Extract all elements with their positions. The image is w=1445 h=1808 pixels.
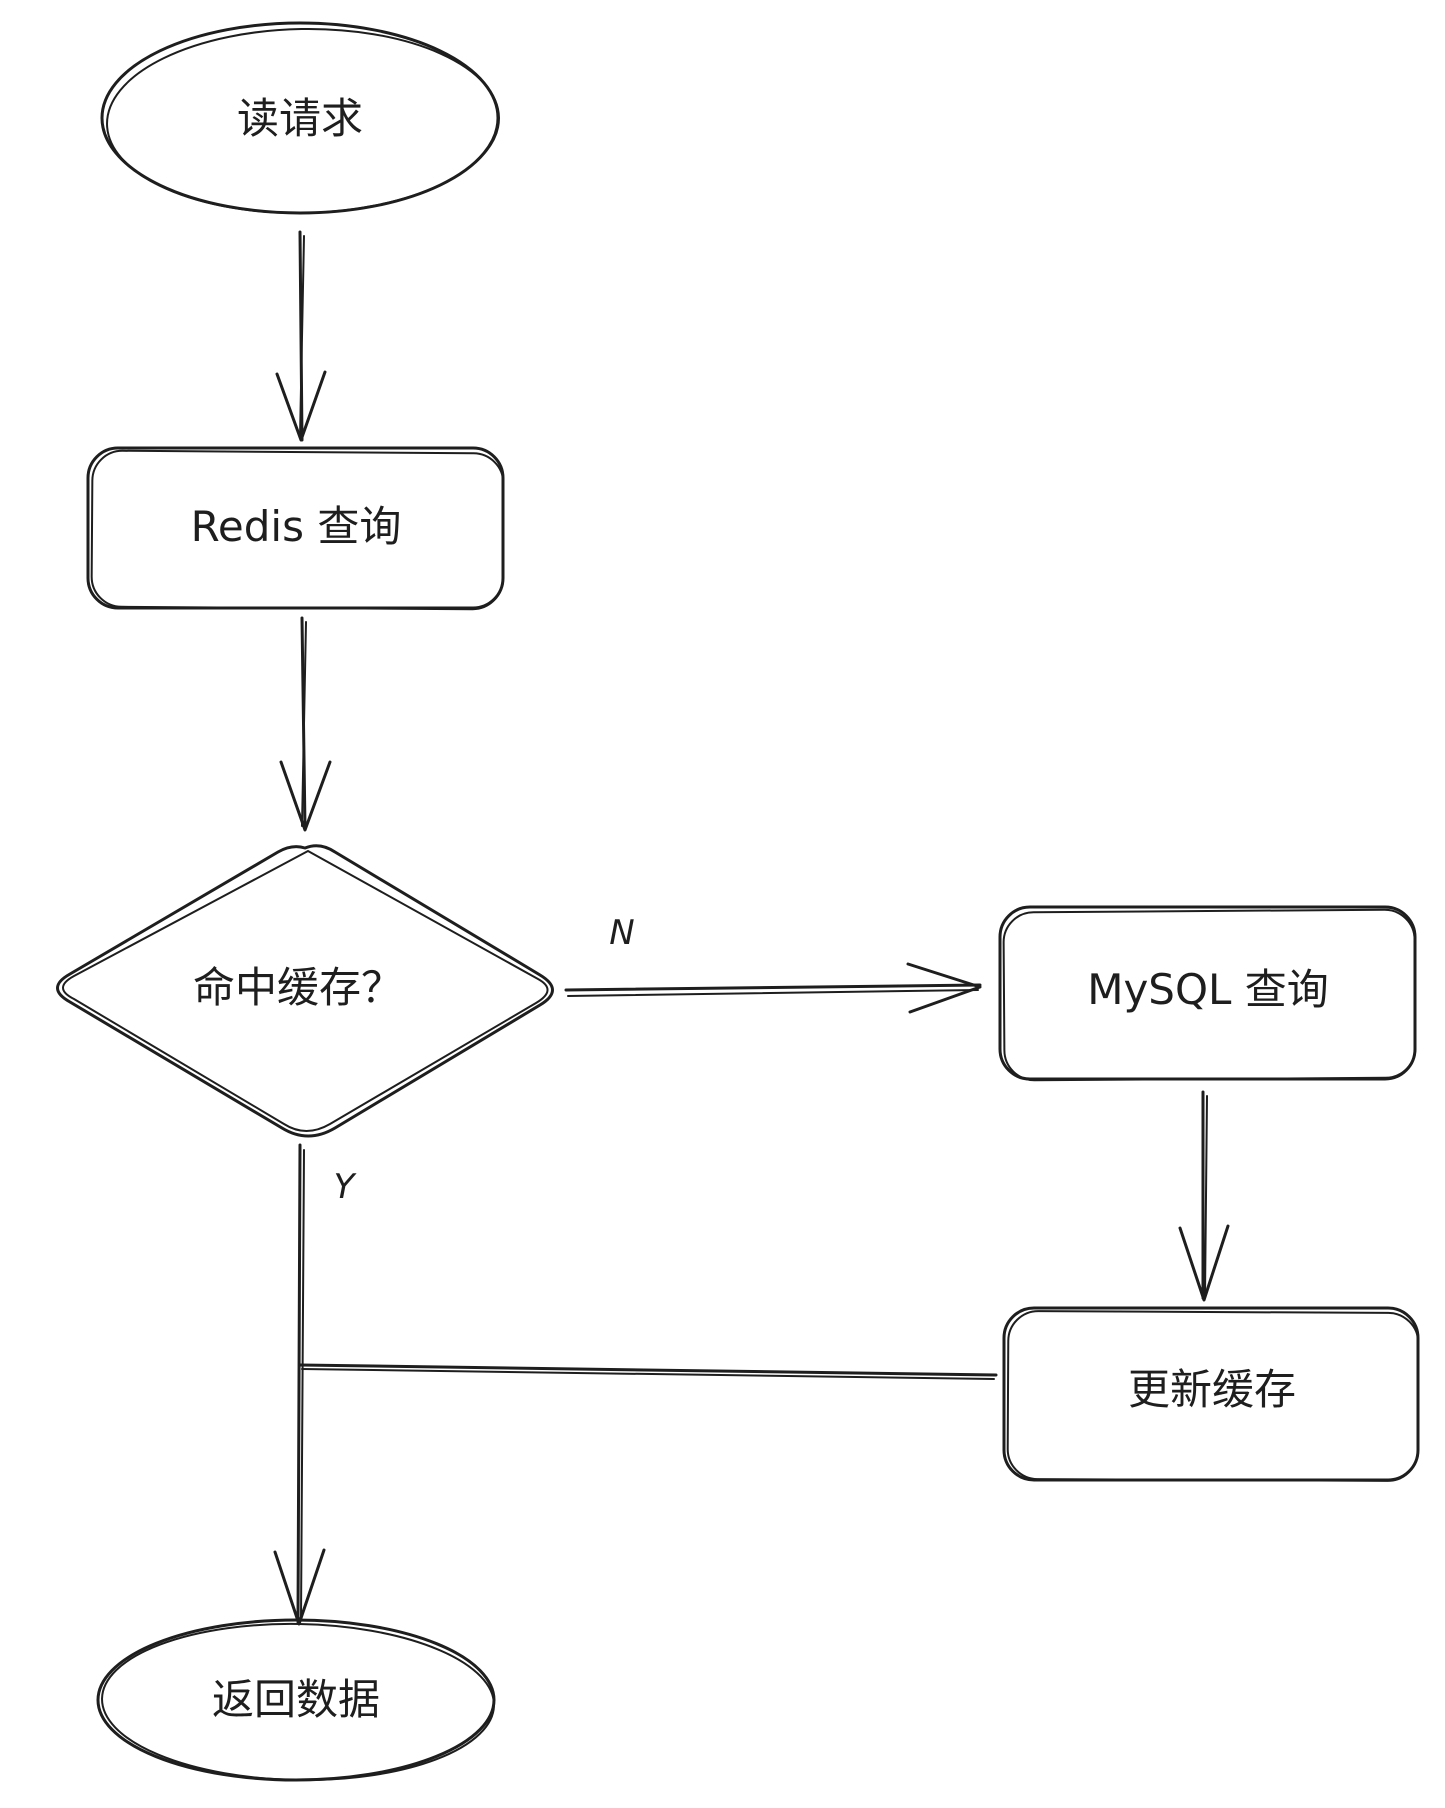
arrow-decision-to-mysql: N (564, 913, 982, 1014)
arrow-redis-to-decision (279, 616, 332, 832)
arrow-mysql-to-update (1178, 1090, 1230, 1302)
node-read-request-label: 读请求 (237, 94, 363, 143)
node-return-data: 返回数据 (96, 1618, 496, 1782)
arrow-read-to-redis (275, 230, 327, 442)
node-mysql-query: MySQL 查询 (998, 905, 1417, 1082)
edge-label-no: N (609, 913, 634, 953)
edge-label-yes: Y (334, 1167, 357, 1207)
node-cache-hit-label: 命中缓存？ (193, 963, 403, 1012)
node-update-cache: 更新缓存 (1002, 1306, 1420, 1482)
line-update-to-main (298, 1363, 998, 1380)
arrow-decision-to-return: Y (273, 1143, 357, 1626)
node-redis-query: Redis 查询 (86, 446, 505, 611)
node-redis-query-label: Redis 查询 (191, 502, 402, 551)
node-mysql-query-label: MySQL 查询 (1087, 965, 1329, 1014)
node-update-cache-label: 更新缓存 (1128, 1365, 1296, 1414)
node-cache-hit: 命中缓存？ (56, 844, 554, 1138)
node-return-data-label: 返回数据 (212, 1675, 380, 1724)
node-read-request: 读请求 (100, 21, 500, 215)
